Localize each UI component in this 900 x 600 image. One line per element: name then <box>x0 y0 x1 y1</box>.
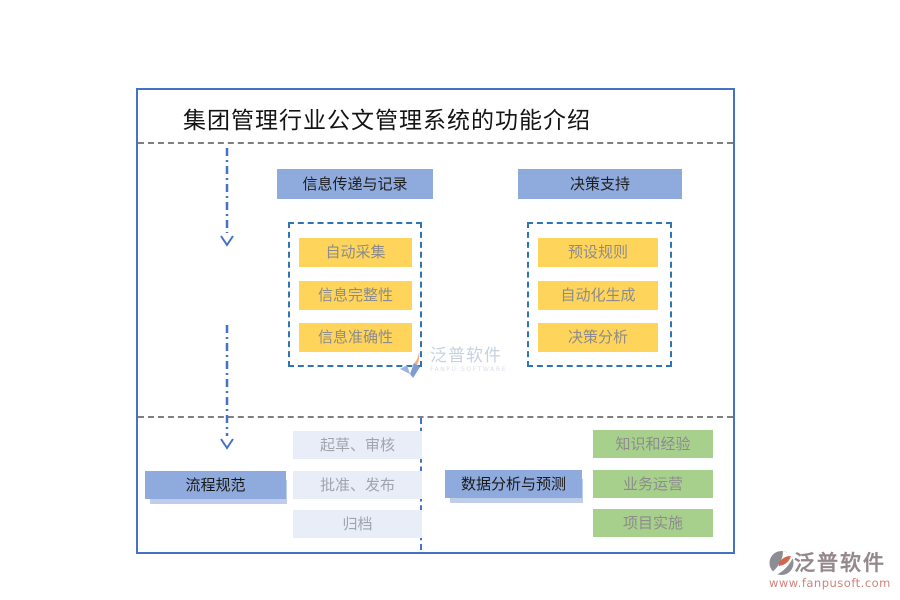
feature-item: 信息完整性 <box>299 281 412 310</box>
fanpu-logo-icon <box>400 352 420 378</box>
analysis-item: 知识和经验 <box>593 430 713 458</box>
footer-url: www.fanpusoft.com <box>769 576 891 590</box>
data-analysis-label: 数据分析与预测 <box>445 470 582 498</box>
section-header-decision-support: 决策支持 <box>518 169 682 199</box>
analysis-item: 项目实施 <box>593 509 713 537</box>
feature-item: 预设规则 <box>538 238 658 267</box>
watermark-brand-name: 泛普软件 <box>430 346 502 366</box>
footer-brand-name: 泛普软件 <box>794 550 886 575</box>
process-standard-label: 流程规范 <box>145 471 286 499</box>
feature-item: 自动化生成 <box>538 281 658 310</box>
footer-logo: 泛普软件 www.fanpusoft.com <box>769 550 891 590</box>
feature-item: 自动采集 <box>299 238 412 267</box>
page-title: 集团管理行业公文管理系统的功能介绍 <box>183 108 591 134</box>
watermark-brand-subtitle: FANPU SOFTWARE <box>430 366 508 373</box>
feature-item: 信息准确性 <box>299 323 412 352</box>
process-step-item: 归档 <box>293 510 422 538</box>
bottom-section-divider <box>138 416 733 418</box>
fanpu-footer-logo-icon <box>769 551 794 575</box>
info-transfer-group-box <box>288 222 422 367</box>
feature-item: 决策分析 <box>538 323 658 352</box>
top-section-divider <box>138 142 733 144</box>
process-step-item: 批准、发布 <box>293 471 422 499</box>
process-step-item: 起草、审核 <box>293 431 422 459</box>
arrow-down-icon <box>220 148 234 247</box>
center-watermark: 泛普软件 FANPU SOFTWARE <box>398 347 507 379</box>
analysis-item: 业务运营 <box>593 470 713 498</box>
decision-support-group-box <box>527 222 672 367</box>
arrow-down-icon <box>220 325 234 450</box>
center-watermark-texts: 泛普软件 FANPU SOFTWARE <box>430 346 508 374</box>
section-header-info-transfer: 信息传递与记录 <box>277 169 433 199</box>
